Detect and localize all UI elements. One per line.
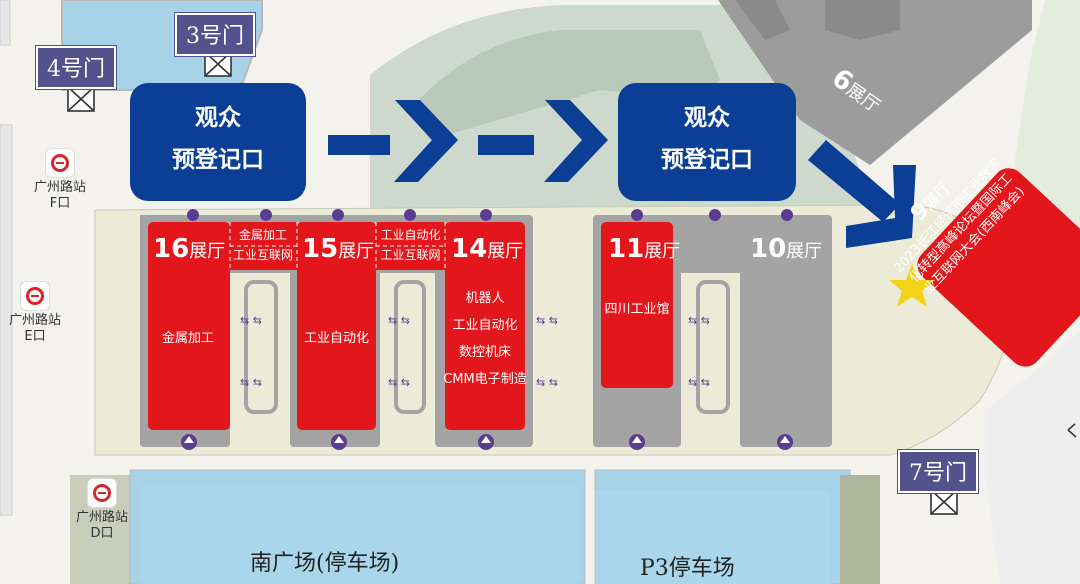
registration-left: 观众 预登记口 xyxy=(130,83,306,201)
metro-icon xyxy=(45,148,75,178)
hall-15-red xyxy=(297,222,376,430)
registration-left-line2: 预登记口 xyxy=(172,147,264,173)
hall-11-red xyxy=(601,222,673,388)
hall-16-label: 16展厅 xyxy=(153,234,225,264)
connector-1-line1: 金属加工 xyxy=(238,228,287,242)
metro-icon xyxy=(87,478,117,508)
svg-text:⇆ ⇆: ⇆ ⇆ xyxy=(688,314,710,327)
hall-15-number: 15 xyxy=(302,234,339,264)
gate-7: 7号门 xyxy=(898,450,978,493)
station-f-name: 广州路站 xyxy=(33,180,86,195)
hall-11-suffix: 展厅 xyxy=(644,241,681,262)
svg-text:⇆ ⇆: ⇆ ⇆ xyxy=(536,376,558,389)
hall-14-item-4: CMM电子制造 xyxy=(443,372,527,387)
hall-16-red xyxy=(148,222,230,430)
hall-11-number: 11 xyxy=(608,234,645,264)
hall-16-number: 16 xyxy=(153,234,190,264)
hall-11-label: 11展厅 xyxy=(608,234,680,264)
station-e-name: 广州路站 xyxy=(8,313,61,328)
svg-text:⇆ ⇆: ⇆ ⇆ xyxy=(388,314,410,327)
hall-15-content: 工业自动化 xyxy=(297,328,376,350)
connector-1-label: 金属加工 工业互联网 xyxy=(228,225,298,265)
connector-2-label: 工业自动化 工业互联网 xyxy=(375,225,446,265)
svg-text:⇆ ⇆: ⇆ ⇆ xyxy=(688,376,710,389)
gate-4: 4号门 xyxy=(36,46,116,89)
hall-14-item-2: 工业自动化 xyxy=(452,318,518,333)
svg-text:⇆ ⇆: ⇆ ⇆ xyxy=(240,314,262,327)
metro-icon xyxy=(20,281,50,311)
hall-15-label: 15展厅 xyxy=(302,234,374,264)
south-square-label: 南广场(停车场) xyxy=(250,551,400,576)
hall-15-item: 工业自动化 xyxy=(303,331,369,346)
station-f-exit: F口 xyxy=(49,196,71,211)
metro-station-d: 广州路站 D口 xyxy=(62,478,142,542)
registration-right-line1: 观众 xyxy=(684,105,730,131)
p3-parking-label: P3停车场 xyxy=(640,556,735,581)
svg-text:⇆ ⇆: ⇆ ⇆ xyxy=(536,314,558,327)
hall-11-item: 四川工业馆 xyxy=(604,302,670,317)
side-door-icons: ⇆ ⇆ ⇆ ⇆ ⇆ ⇆ ⇆ ⇆ ⇆ ⇆ ⇆ ⇆ ⇆ ⇆ ⇆ ⇆ xyxy=(240,314,710,389)
svg-text:⇆ ⇆: ⇆ ⇆ xyxy=(388,376,410,389)
metro-station-f: 广州路站 F口 xyxy=(20,148,100,212)
registration-left-line1: 观众 xyxy=(195,105,241,131)
hall-10-suffix: 展厅 xyxy=(786,241,823,262)
connector-1-line2: 工业互联网 xyxy=(232,248,293,262)
hall-9-red xyxy=(917,168,1080,367)
connector-2-line2: 工业互联网 xyxy=(380,248,441,262)
hall-14-item-1: 机器人 xyxy=(465,291,505,306)
hall-16-content: 金属加工 xyxy=(150,328,226,350)
hall-16-suffix: 展厅 xyxy=(189,241,226,262)
registration-right: 观众 预登记口 xyxy=(618,83,796,201)
station-d-name: 广州路站 xyxy=(75,510,128,525)
gate-3: 3号门 xyxy=(175,13,255,56)
entrance-arrow-icon xyxy=(181,209,793,450)
hall-10-label: 10展厅 xyxy=(750,234,822,264)
station-d-exit: D口 xyxy=(90,526,114,541)
hall-14-item-3: 数控机床 xyxy=(458,345,511,360)
hall-16-item: 金属加工 xyxy=(161,331,214,346)
flow-arrow-icon xyxy=(328,100,916,248)
hall-14-suffix: 展厅 xyxy=(487,241,524,262)
hall-15-suffix: 展厅 xyxy=(338,241,375,262)
hall-11-content: 四川工业馆 xyxy=(601,299,673,321)
metro-station-e: 广州路站 E口 xyxy=(0,281,75,345)
star-icon xyxy=(889,264,935,307)
hall-14-red xyxy=(445,222,525,430)
hall-14-content: 机器人 工业自动化 数控机床 CMM电子制造 xyxy=(440,285,530,393)
station-e-exit: E口 xyxy=(24,329,46,344)
hall-frame-10-rect xyxy=(740,215,832,447)
connector-1-red xyxy=(230,222,297,270)
connector-2-line1: 工业自动化 xyxy=(380,228,441,242)
svg-text:⇆ ⇆: ⇆ ⇆ xyxy=(240,376,262,389)
hall-14-number: 14 xyxy=(451,234,488,264)
registration-right-line2: 预登记口 xyxy=(661,147,753,173)
hall-10-number: 10 xyxy=(750,234,787,264)
hall-14-label: 14展厅 xyxy=(451,234,523,264)
